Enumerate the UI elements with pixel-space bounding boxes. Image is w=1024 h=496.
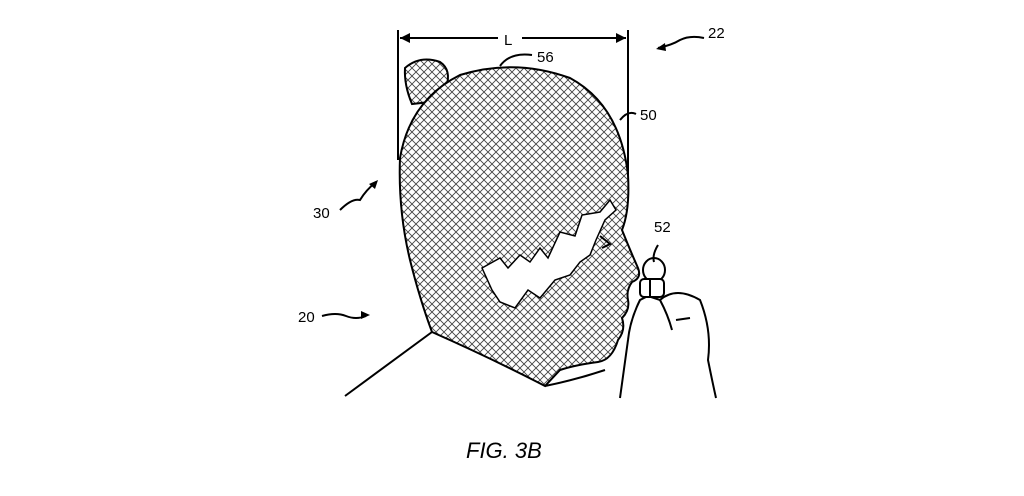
label-20: 20 bbox=[298, 309, 315, 326]
label-52: 52 bbox=[654, 219, 671, 236]
head-outline bbox=[398, 66, 641, 388]
nasal-device bbox=[639, 257, 666, 298]
label-22: 22 bbox=[708, 25, 725, 42]
hand bbox=[619, 292, 717, 399]
dimension-line-l bbox=[397, 30, 629, 175]
label-l: L bbox=[504, 32, 512, 49]
figure-caption: FIG. 3B bbox=[466, 438, 542, 463]
eye-detail bbox=[599, 235, 612, 249]
label-30: 30 bbox=[313, 205, 330, 222]
label-56: 56 bbox=[537, 49, 554, 66]
label-50: 50 bbox=[640, 107, 657, 124]
shoulder-outline bbox=[344, 331, 606, 397]
leader-lines bbox=[321, 35, 705, 319]
ear-detail bbox=[481, 198, 617, 309]
